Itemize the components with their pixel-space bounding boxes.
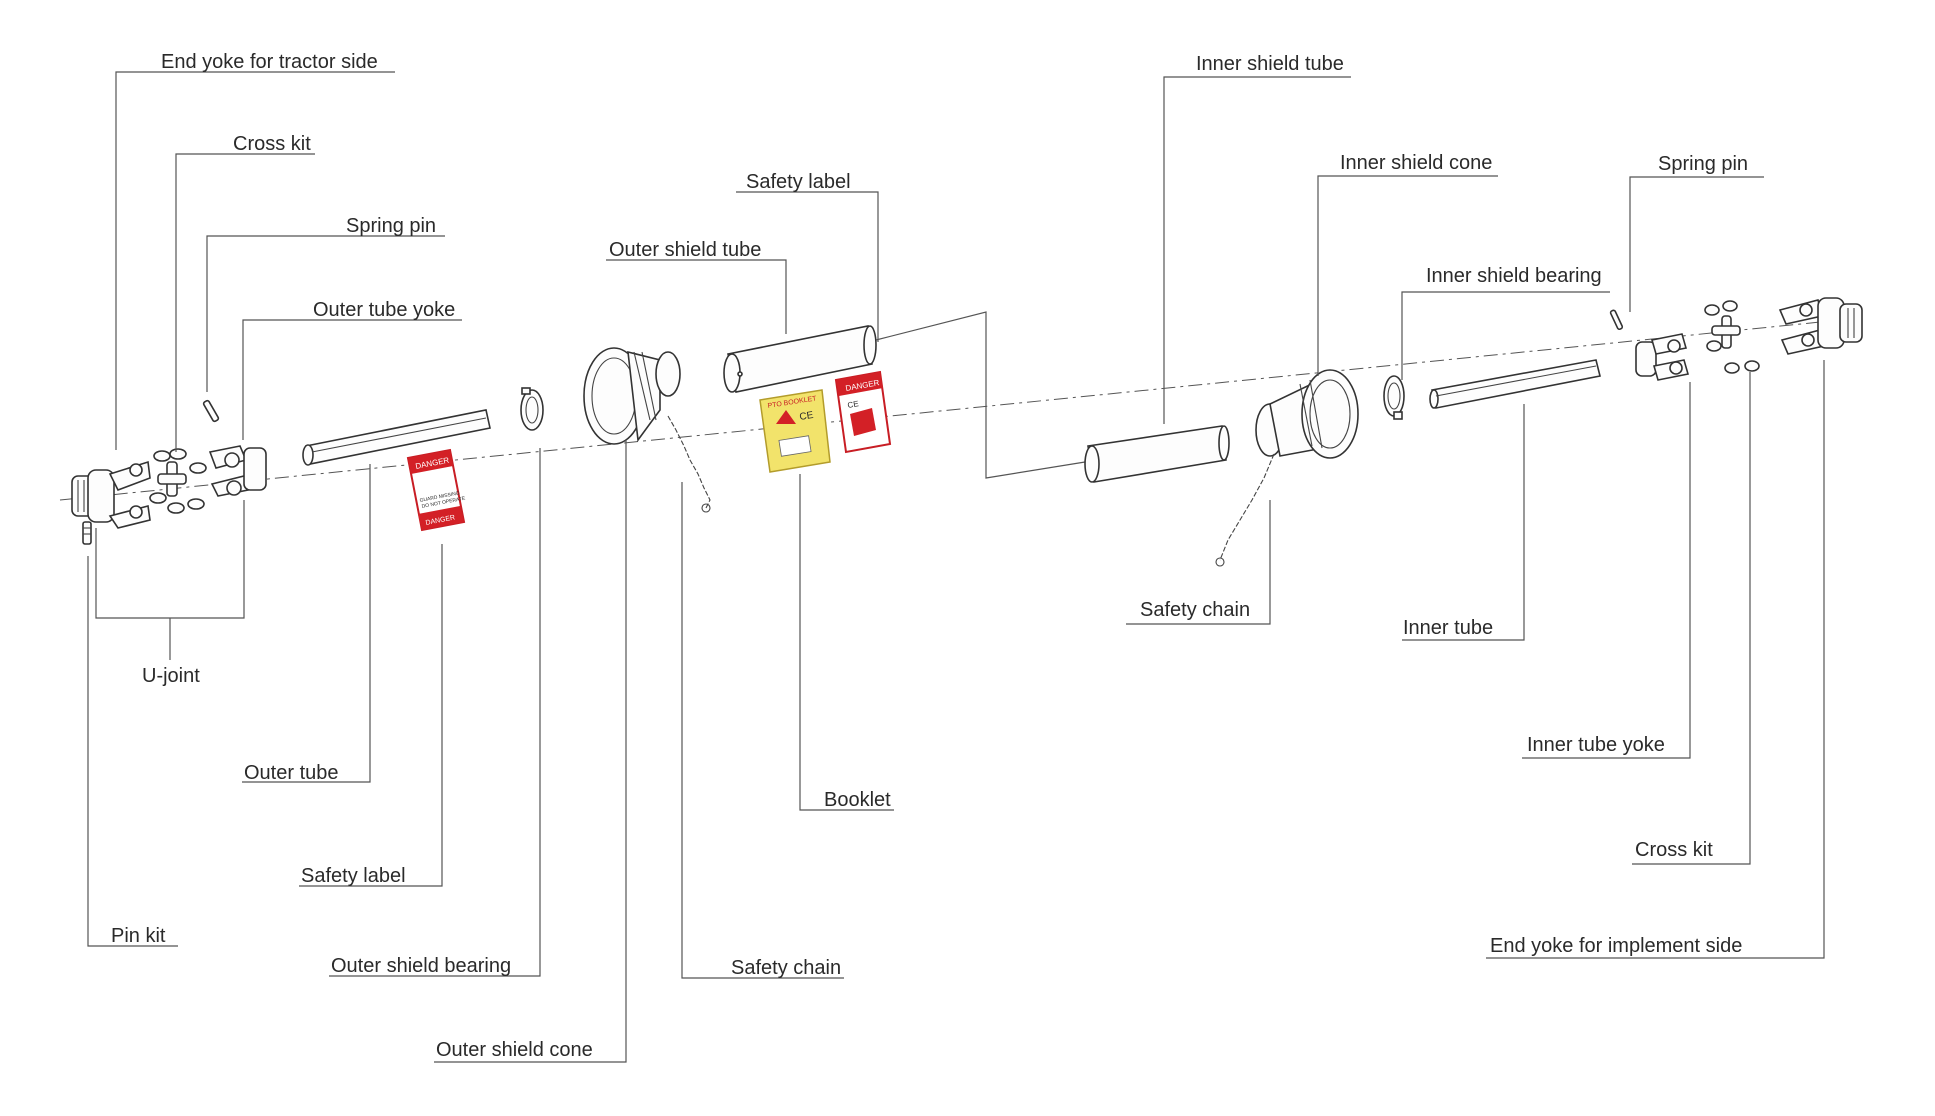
label-safety-chain-left: Safety chain — [731, 957, 841, 979]
booklet-decal: PTO BOOKLET CE — [759, 389, 831, 473]
safety-chain-right-part — [1215, 453, 1275, 567]
leader-safety-label-center — [736, 191, 879, 342]
outer-shield-bearing-part — [520, 387, 544, 431]
leader-end-yoke-implement — [1486, 360, 1825, 959]
leader-outer-tube-yoke — [242, 319, 462, 440]
safety-label-left-decal: DANGER GUARD MISSING DO NOT OPERATE DANG… — [406, 448, 466, 532]
label-inner-shield-cone: Inner shield cone — [1340, 152, 1492, 174]
leader-inner-tube — [1402, 404, 1525, 641]
outer-shield-tube-part — [723, 325, 877, 393]
leader-inner-shield-tube — [1163, 76, 1351, 424]
leader-safety-chain-left — [681, 482, 844, 979]
label-inner-shield-tube: Inner shield tube — [1196, 53, 1344, 75]
label-inner-tube-yoke: Inner tube yoke — [1527, 734, 1665, 756]
leader-spring-pin-right — [1629, 176, 1764, 312]
label-end-yoke-tractor: End yoke for tractor side — [161, 51, 378, 73]
leader-booklet — [799, 474, 894, 811]
label-pin-kit: Pin kit — [111, 925, 166, 947]
leader-spring-pin-left — [206, 235, 445, 392]
label-cross-kit-right: Cross kit — [1635, 839, 1713, 861]
end-yoke-implement-part — [1778, 297, 1863, 355]
safety-chain-left-part — [667, 415, 711, 513]
inner-tube-part — [1429, 359, 1601, 409]
label-outer-tube: Outer tube — [244, 762, 339, 784]
safety-label-center-ce-text: CE — [847, 399, 860, 410]
label-end-yoke-implement: End yoke for implement side — [1490, 935, 1742, 957]
cross-kit-right-part — [1704, 300, 1760, 374]
label-outer-shield-bearing: Outer shield bearing — [331, 955, 511, 977]
cross-kit-left-part — [149, 448, 207, 514]
inner-shield-bearing-part — [1383, 375, 1405, 420]
leader-end-yoke-tractor — [115, 71, 395, 450]
leader-cross-kit-right — [1632, 372, 1751, 865]
label-safety-label-left: Safety label — [301, 865, 406, 887]
spring-pin-left-part — [202, 399, 220, 423]
safety-label-center-decal: DANGER CE — [834, 370, 892, 454]
label-inner-tube: Inner tube — [1403, 617, 1493, 639]
label-spring-pin-left: Spring pin — [346, 215, 436, 237]
label-outer-shield-cone: Outer shield cone — [436, 1039, 593, 1061]
leader-outer-shield-tube — [606, 259, 787, 334]
inner-shield-cone-part — [1255, 369, 1359, 459]
leader-safety-chain-right — [1126, 500, 1271, 625]
leader-outer-shield-bearing — [329, 448, 541, 977]
outer-shield-cone-part — [583, 347, 681, 445]
label-outer-tube-yoke: Outer tube yoke — [313, 299, 455, 321]
label-safety-label-center: Safety label — [746, 171, 851, 193]
leader-inner-tube-yoke — [1522, 382, 1691, 759]
label-spring-pin-right: Spring pin — [1658, 153, 1748, 175]
label-cross-kit-left: Cross kit — [233, 133, 311, 155]
label-u-joint: U-joint — [142, 665, 200, 687]
pin-kit-part — [82, 521, 92, 545]
driveline-axis — [59, 317, 1861, 501]
end-yoke-tractor-part — [71, 460, 151, 529]
leader-inner-shield-cone — [1317, 175, 1498, 376]
outer-tube-yoke-part — [208, 445, 267, 497]
leader-pin-kit — [87, 556, 178, 947]
label-inner-shield-bearing: Inner shield bearing — [1426, 265, 1602, 287]
label-booklet: Booklet — [824, 789, 891, 811]
leader-inner-shield-bearing — [1401, 291, 1610, 380]
shield-tube-connector-line — [875, 311, 1086, 479]
leader-outer-tube — [242, 464, 371, 783]
outer-tube-part — [302, 409, 491, 466]
spring-pin-right-part — [1609, 309, 1624, 331]
inner-shield-tube-part — [1084, 425, 1230, 483]
leader-safety-label-left — [299, 544, 443, 887]
leader-cross-kit-left — [175, 153, 315, 452]
inner-tube-yoke-part — [1635, 333, 1690, 381]
leader-outer-shield-cone — [434, 440, 627, 1063]
label-outer-shield-tube: Outer shield tube — [609, 239, 761, 261]
label-safety-chain-right: Safety chain — [1140, 599, 1250, 621]
booklet-ce-text: CE — [799, 410, 815, 423]
